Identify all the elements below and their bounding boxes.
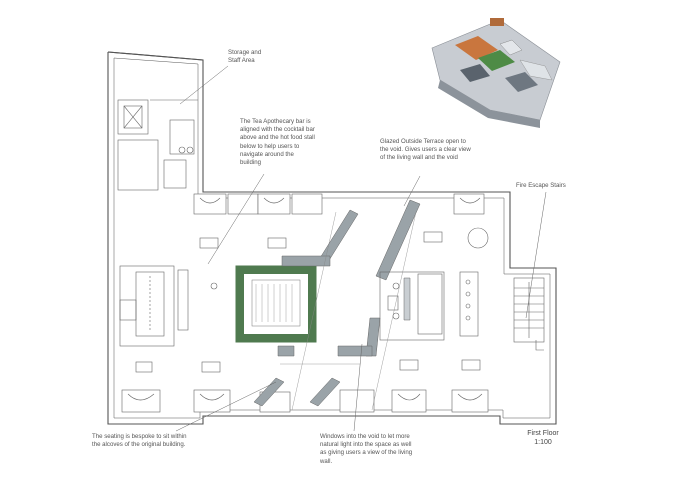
alcove-seating-top	[193, 193, 485, 215]
leader-lines	[175, 65, 547, 432]
annotation-line: building	[240, 159, 262, 167]
glazing	[253, 199, 421, 407]
annotation-line: natural light into the space as well	[320, 441, 412, 449]
annotation-line: below to help users to	[240, 142, 300, 150]
annotation-line: above and the hot food stall	[240, 134, 315, 142]
annotation-line: navigate around the	[240, 150, 294, 158]
annotation-line: The seating is bespoke to sit within	[92, 433, 187, 440]
alcove-seating-bottom	[121, 389, 489, 413]
axonometric-view	[431, 18, 561, 128]
annotation-seating: The seating is bespoke to sit within the…	[92, 433, 242, 449]
annotation-line: wall.	[320, 457, 333, 465]
storage-area	[117, 99, 198, 191]
annotation-line: Fire Escape Stairs	[516, 182, 566, 189]
glazed-terrace	[379, 271, 479, 341]
void-lines	[280, 211, 417, 411]
tea-bar	[119, 265, 189, 347]
annotation-line: the alcoves of the original building.	[92, 441, 186, 449]
annotation-line: The Tea Apothecary bar is	[240, 118, 311, 125]
tables	[135, 227, 489, 373]
annotation-line: the void. Gives users a clear view	[380, 146, 471, 154]
annotation-line: of the living wall and the void	[380, 154, 458, 162]
living-wall-void	[235, 265, 317, 343]
annotation-line: Glazed Outside Terrace open to	[380, 138, 466, 145]
annotation-fire-escape: Fire Escape Stairs	[516, 182, 586, 190]
annotation-line: Windows into the void to let more	[320, 433, 410, 440]
annotation-line: Staff Area	[228, 57, 255, 65]
floor-label: First Floor 1:100	[516, 429, 570, 447]
floor-name: First Floor	[527, 430, 559, 437]
annotation-line: aligned with the cocktail bar	[240, 126, 315, 134]
annotation-line: Storage and	[228, 49, 262, 56]
floor-scale: 1:100	[534, 439, 552, 446]
annotation-windows: Windows into the void to let more natura…	[320, 433, 470, 466]
stair-icon	[513, 277, 545, 351]
annotation-tea-bar: The Tea Apothecary bar is aligned with t…	[240, 118, 350, 167]
annotation-terrace: Glazed Outside Terrace open to the void.…	[380, 138, 520, 163]
annotation-storage: Storage and Staff Area	[228, 49, 308, 65]
annotation-line: as giving users a view of the living	[320, 449, 413, 457]
